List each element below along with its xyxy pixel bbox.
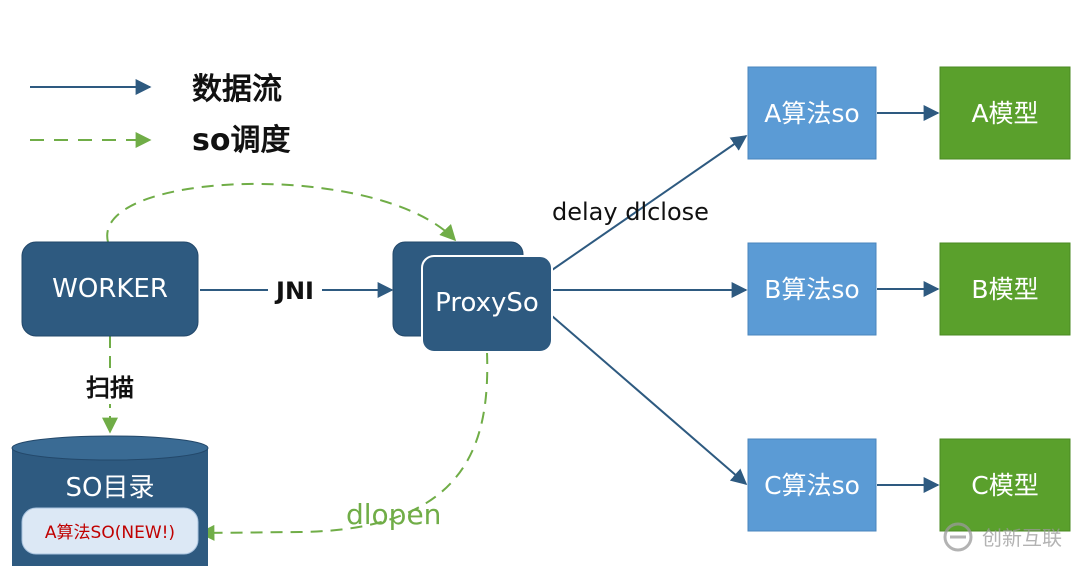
model-c-node: C模型	[939, 438, 1071, 532]
delay-dlclose-label: delay dlclose	[552, 198, 709, 226]
worker-label: WORKER	[52, 274, 168, 304]
model-b-label: B模型	[971, 275, 1038, 304]
so-directory-node: SO目录 A算法SO(NEW!)	[11, 435, 209, 566]
dlopen-label: dlopen	[346, 498, 441, 531]
model-b-node: B模型	[939, 242, 1071, 336]
legend: 数据流 so调度	[30, 72, 290, 158]
model-c-label: C模型	[971, 471, 1038, 500]
proxy-to-algo-a-arrow	[551, 135, 748, 271]
jni-label: JNI	[274, 277, 314, 305]
model-a-node: A模型	[939, 66, 1071, 160]
scan-label: 扫描	[86, 374, 134, 402]
watermark-logo: 创新互联	[943, 522, 1062, 552]
legend-data-flow-label: 数据流	[192, 72, 282, 107]
jni-label-bg	[268, 274, 322, 306]
watermark-logo-icon	[943, 522, 973, 552]
legend-so-dispatch-label: so调度	[192, 123, 290, 158]
algo-c-node: C算法so	[747, 438, 877, 532]
new-so-label: A算法SO(NEW!)	[45, 523, 175, 543]
dlopen-arrow	[198, 351, 489, 541]
proxy-so-label: ProxySo	[435, 288, 539, 318]
algo-b-node: B算法so	[747, 242, 877, 336]
algo-a-node: A算法so	[747, 66, 877, 160]
algo-c-label: C算法so	[764, 471, 860, 500]
model-a-label: A模型	[971, 99, 1038, 128]
proxy-so-front-card	[421, 255, 553, 353]
scan-label-bg	[78, 370, 144, 404]
so-directory-label: SO目录	[66, 473, 155, 503]
proxy-so-node: ProxySo	[392, 241, 553, 353]
new-so-box	[21, 507, 199, 555]
algo-b-label: B算法so	[764, 275, 859, 304]
algo-a-label: A算法so	[764, 99, 859, 128]
proxy-to-algo-c-arrow	[551, 315, 748, 486]
worker-node: WORKER	[21, 241, 199, 337]
so-dispatch-arc-top	[106, 183, 457, 243]
watermark-text: 创新互联	[982, 526, 1062, 550]
